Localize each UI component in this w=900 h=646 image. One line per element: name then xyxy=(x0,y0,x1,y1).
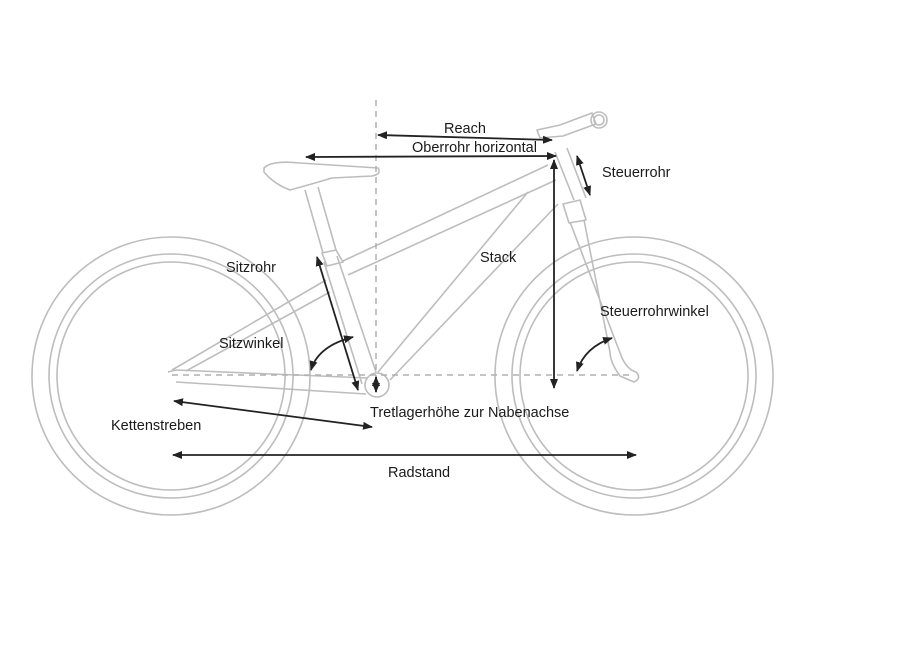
head-tube-label: Steuerrohr xyxy=(602,165,671,181)
top-tube-arrow xyxy=(305,152,557,161)
bb-drop-label: Tretlagerhöhe zur Nabenachse xyxy=(370,405,569,421)
wheelbase-label: Radstand xyxy=(388,465,450,481)
chainstay-label: Kettenstreben xyxy=(111,418,201,434)
rear-wheel xyxy=(31,236,311,516)
chainstay-arrow xyxy=(173,398,373,430)
front-wheel xyxy=(494,236,774,516)
seat-angle-arc xyxy=(309,335,354,371)
head-tube-arrow xyxy=(576,155,591,196)
stack-label: Stack xyxy=(480,250,517,266)
seat-tube-label: Sitzrohr xyxy=(226,260,276,276)
seat-angle-label: Sitzwinkel xyxy=(219,336,283,352)
head-angle-arc xyxy=(576,337,613,372)
top-tube-label: Oberrohr horizontal xyxy=(412,140,537,156)
reach-arrow xyxy=(377,131,553,144)
seat-tube-arrow xyxy=(315,256,360,391)
reach-label: Reach xyxy=(444,121,486,137)
head-angle-label: Steuerrohrwinkel xyxy=(600,304,709,320)
